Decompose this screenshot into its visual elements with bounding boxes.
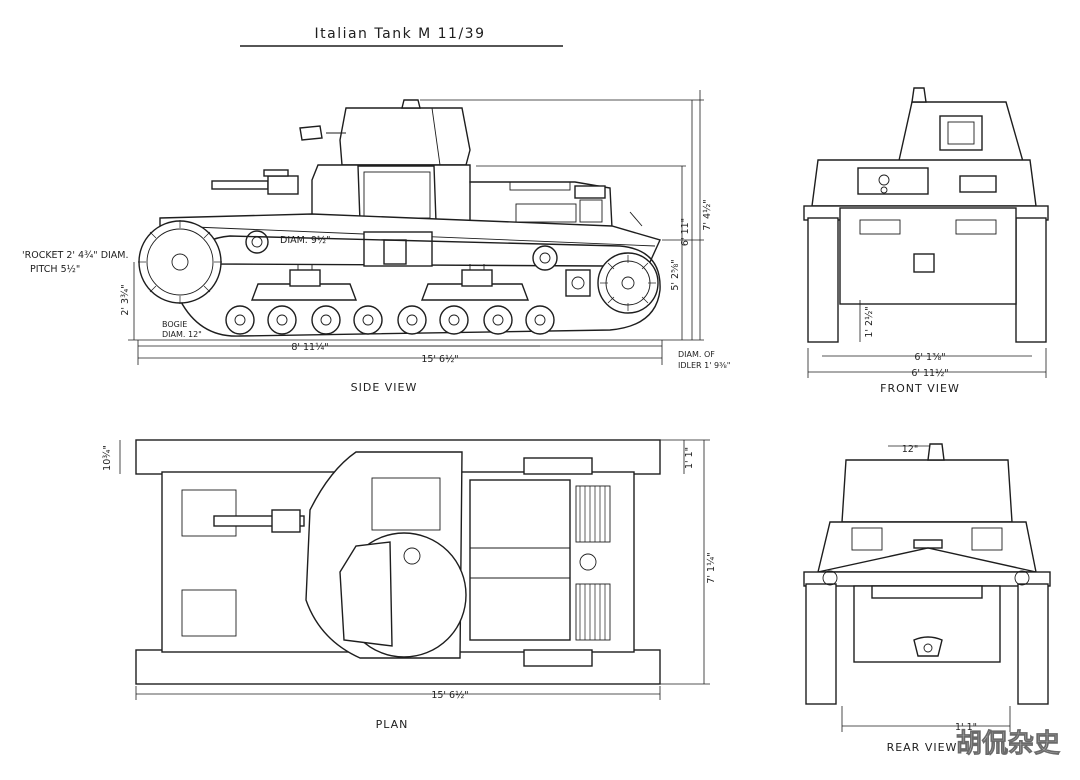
rear-dimension-lines [841,445,1011,732]
rear-view-caption: REAR VIEW [887,741,958,754]
plan-grille [575,485,611,641]
gun-mantlet [267,175,299,195]
plan-length-label: 15' 6½" [431,690,468,701]
front-turret-mantlet [939,115,983,151]
pitch-label: PITCH 5½" [30,264,80,275]
rear-tow-hook [913,636,943,657]
plan-dimension-lines [119,439,710,700]
suspension-unit-rear [420,264,530,301]
plan-main-gun [213,515,305,527]
watermark-text: 胡侃杂史 [956,729,1061,759]
suspension-unit-front [250,264,358,301]
wheelbase-label: 8' 11¼" [291,342,328,353]
turret-cupola [401,99,421,109]
side-hatch [357,165,437,223]
plan-offset-label: 10¾" [102,445,113,471]
rear-track-label: 1' 1" [955,722,977,733]
return-roller-hub [532,245,558,271]
idler-label-1: DIAM. OF [678,350,715,359]
antenna-mount [299,125,323,141]
plan-view: 10¾" 1' 1" 7' 1¼" 15' 6½" PLAN [102,439,717,731]
rear-view: 12" 1' 1" REAR VIEW [803,443,1051,754]
side-length-label: 15' 6½" [421,354,458,365]
front-width-a-label: 6' 11½" [911,368,948,379]
plan-width-label: 7' 1¼" [706,552,717,583]
front-track-right [1015,217,1047,343]
rear-offset-label: 12" [902,444,918,455]
drawing-title: Italian Tank M 11/39 [315,26,486,42]
bogie-diam-label: DIAM. 12" [162,330,202,339]
bogie-label: BOGIE [162,320,187,329]
ground-clearance-label: 1' 2½" [864,306,875,337]
hub-diam-label: DIAM. 9½" [280,235,330,246]
plan-turret-hatch [339,541,393,647]
drive-sprocket [138,220,222,304]
hull-height-label: 6' 11" [680,218,691,246]
front-view: 1' 2½" 6' 1⅜" 6' 11½" FRONT VIEW [803,87,1049,395]
plan-caption: PLAN [376,718,409,731]
rear-track-right [1017,583,1049,705]
side-view: 'ROCKET 2' 4¾" DIAM. PITCH 5½" 2' 3¾" DI… [22,90,731,394]
sprocket-diam-label: 'ROCKET 2' 4¾" DIAM. [22,250,129,261]
overall-height-label: 7' 4½" [702,199,713,230]
sprocket-height-label: 2' 3¾" [120,284,131,315]
track-height-label: 5' 2⅝" [670,259,681,290]
hull-hub-left [245,230,269,254]
plan-track-label: 1' 1" [684,447,695,469]
idler-label-2: IDLER 1' 9⅜" [678,361,731,370]
turret [339,107,471,166]
rear-track-left [805,583,837,705]
front-dimension-lines [807,300,1047,378]
side-dimension-lines [128,90,704,365]
side-view-caption: SIDE VIEW [351,381,418,394]
front-track-left [807,217,839,343]
title-block: Italian Tank M 11/39 [240,26,563,47]
idler-wheel [565,252,659,314]
rear-turret [841,459,1013,523]
road-wheels [225,305,555,335]
plan-engine-deck [469,479,571,641]
main-gun-barrel [211,180,269,190]
front-view-caption: FRONT VIEW [880,382,960,395]
front-width-b-label: 6' 1⅜" [914,352,945,363]
